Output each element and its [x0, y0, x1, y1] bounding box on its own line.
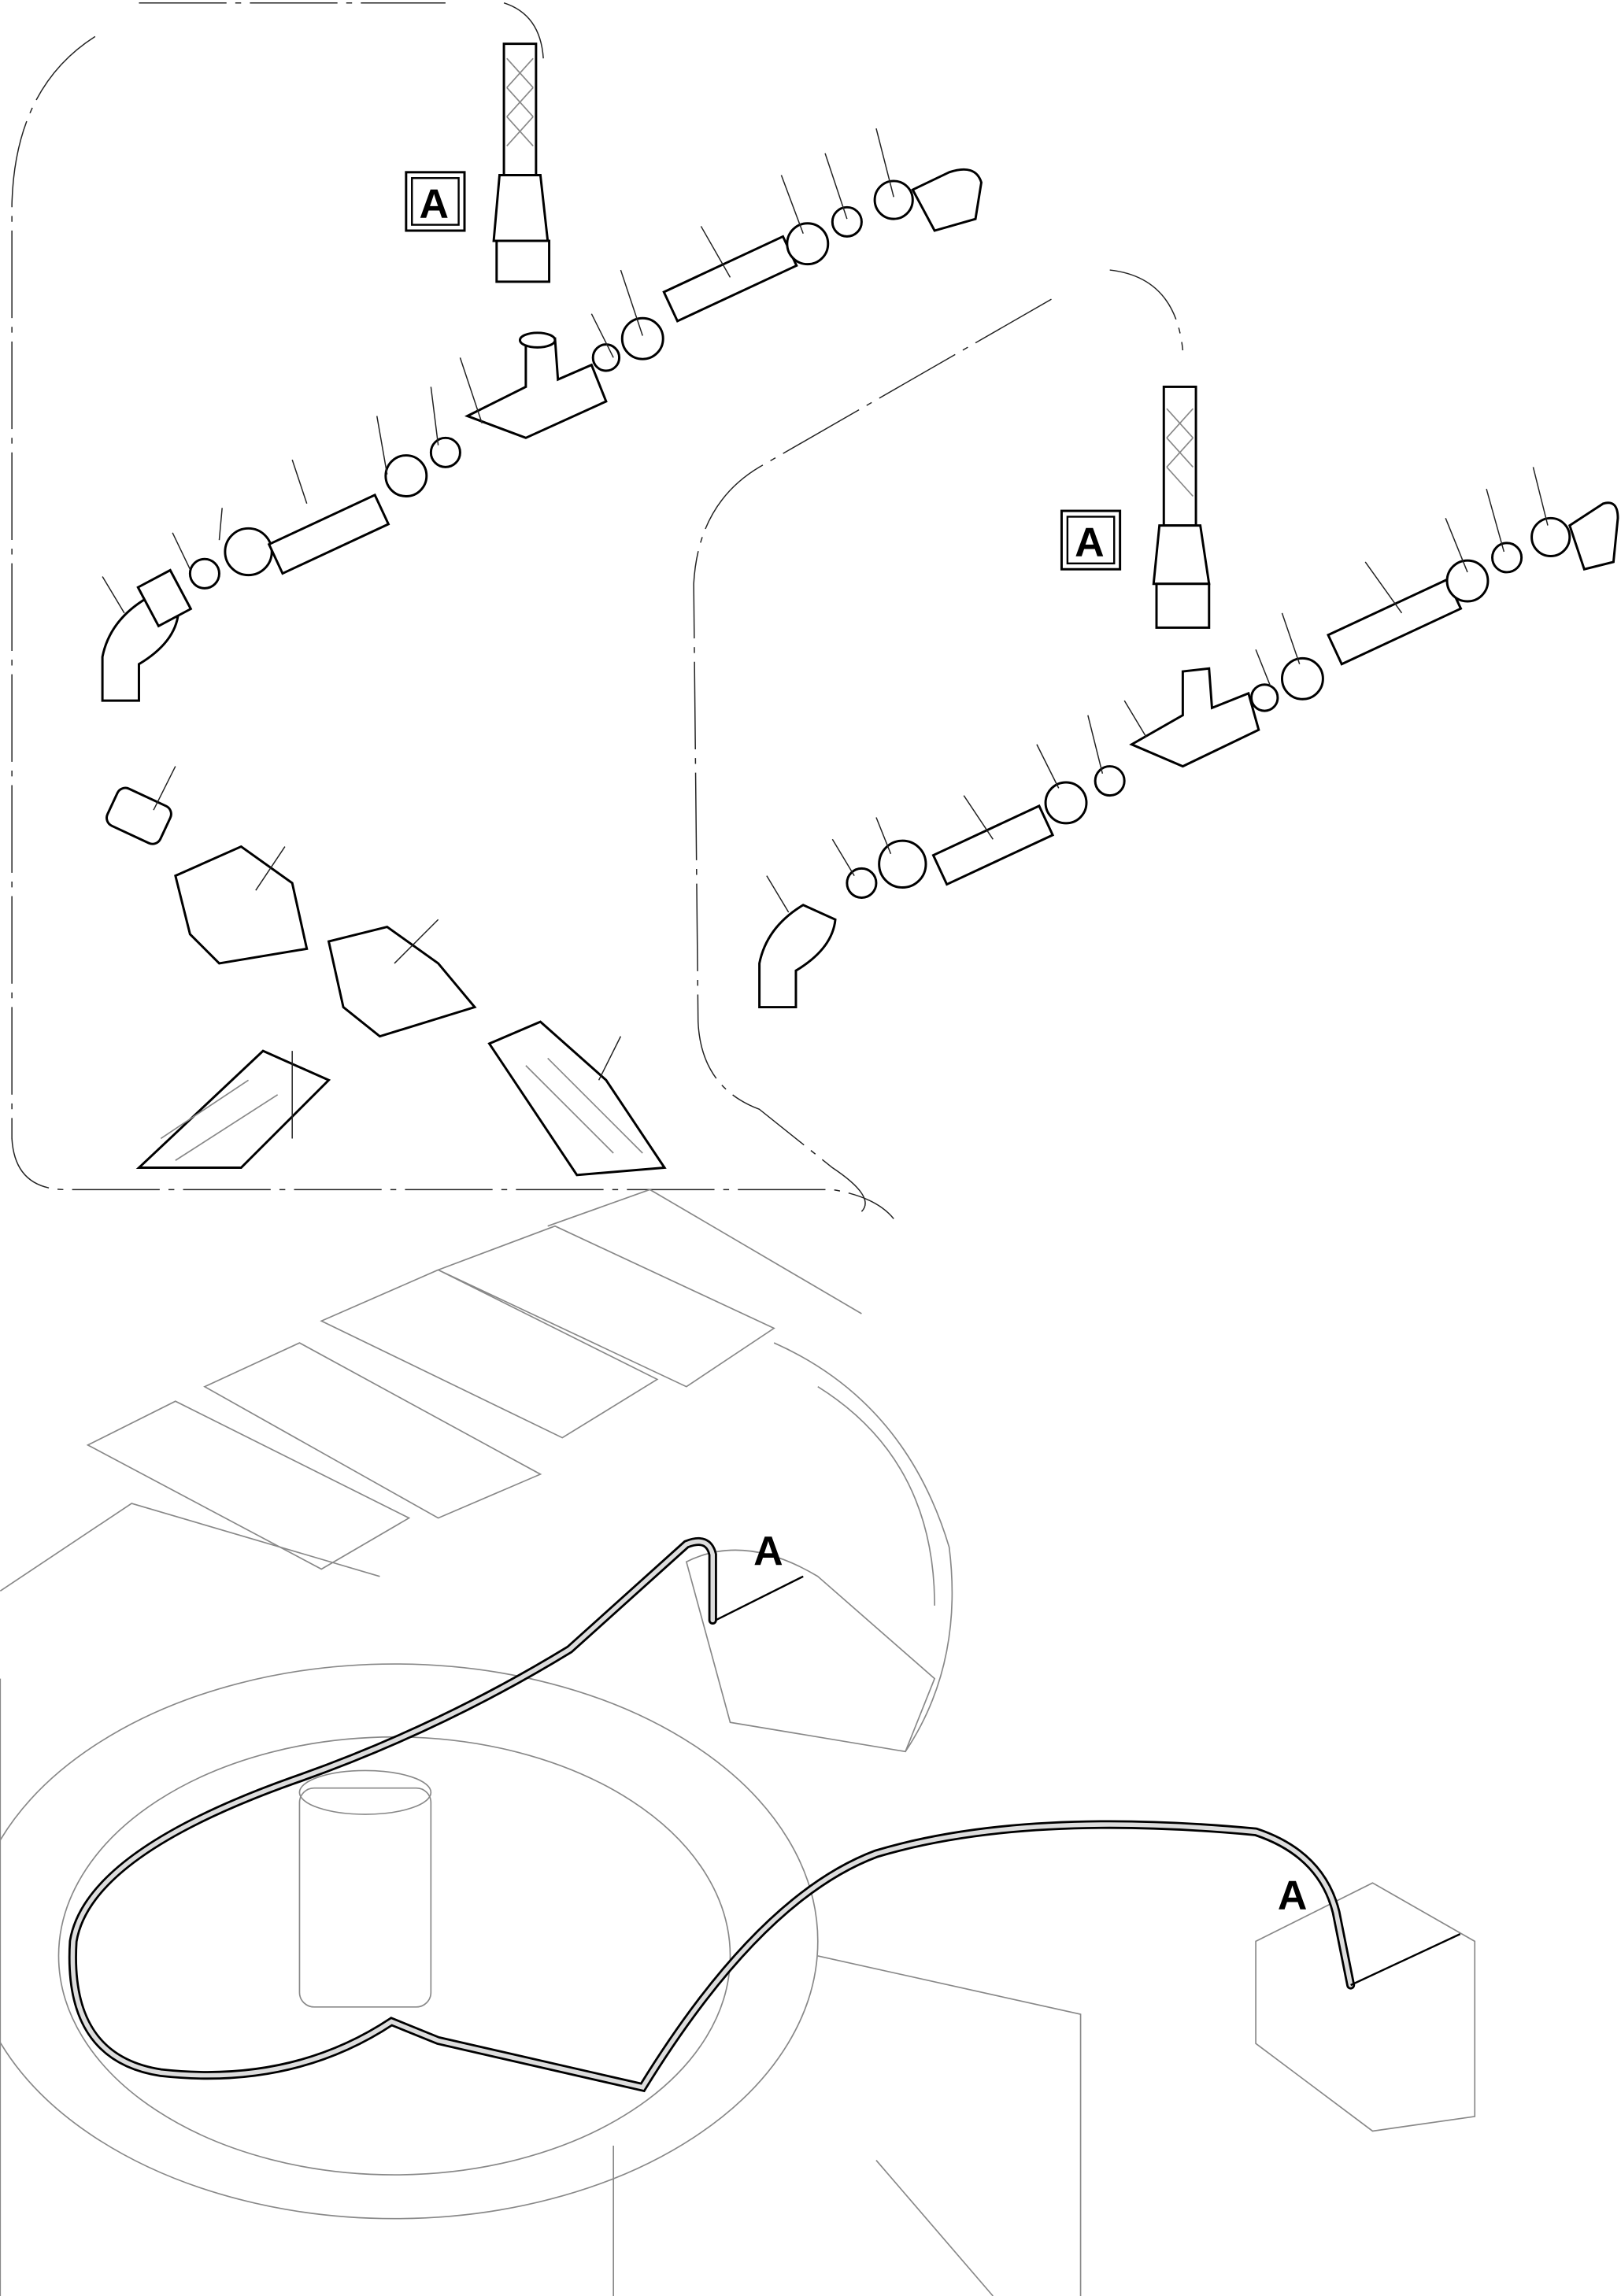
- hydraulic-hose-routing: [68, 1537, 1461, 2093]
- callout-label: A: [420, 181, 450, 227]
- detail-panel-left: [11, 2, 894, 1219]
- fitting-assembly-left: [101, 43, 983, 702]
- fitting-assembly-right: [758, 385, 1619, 1009]
- callout-label: A: [1278, 1873, 1308, 1919]
- callout-label: A: [1075, 520, 1105, 566]
- callout-label: A: [753, 1529, 783, 1574]
- machine-frame: [0, 1189, 1476, 2296]
- tee-detail: [105, 766, 667, 1177]
- callout-box-a-left: A: [405, 171, 466, 232]
- detail-panel-right: [693, 269, 1184, 1212]
- callout-box-a-right: A: [1060, 509, 1122, 571]
